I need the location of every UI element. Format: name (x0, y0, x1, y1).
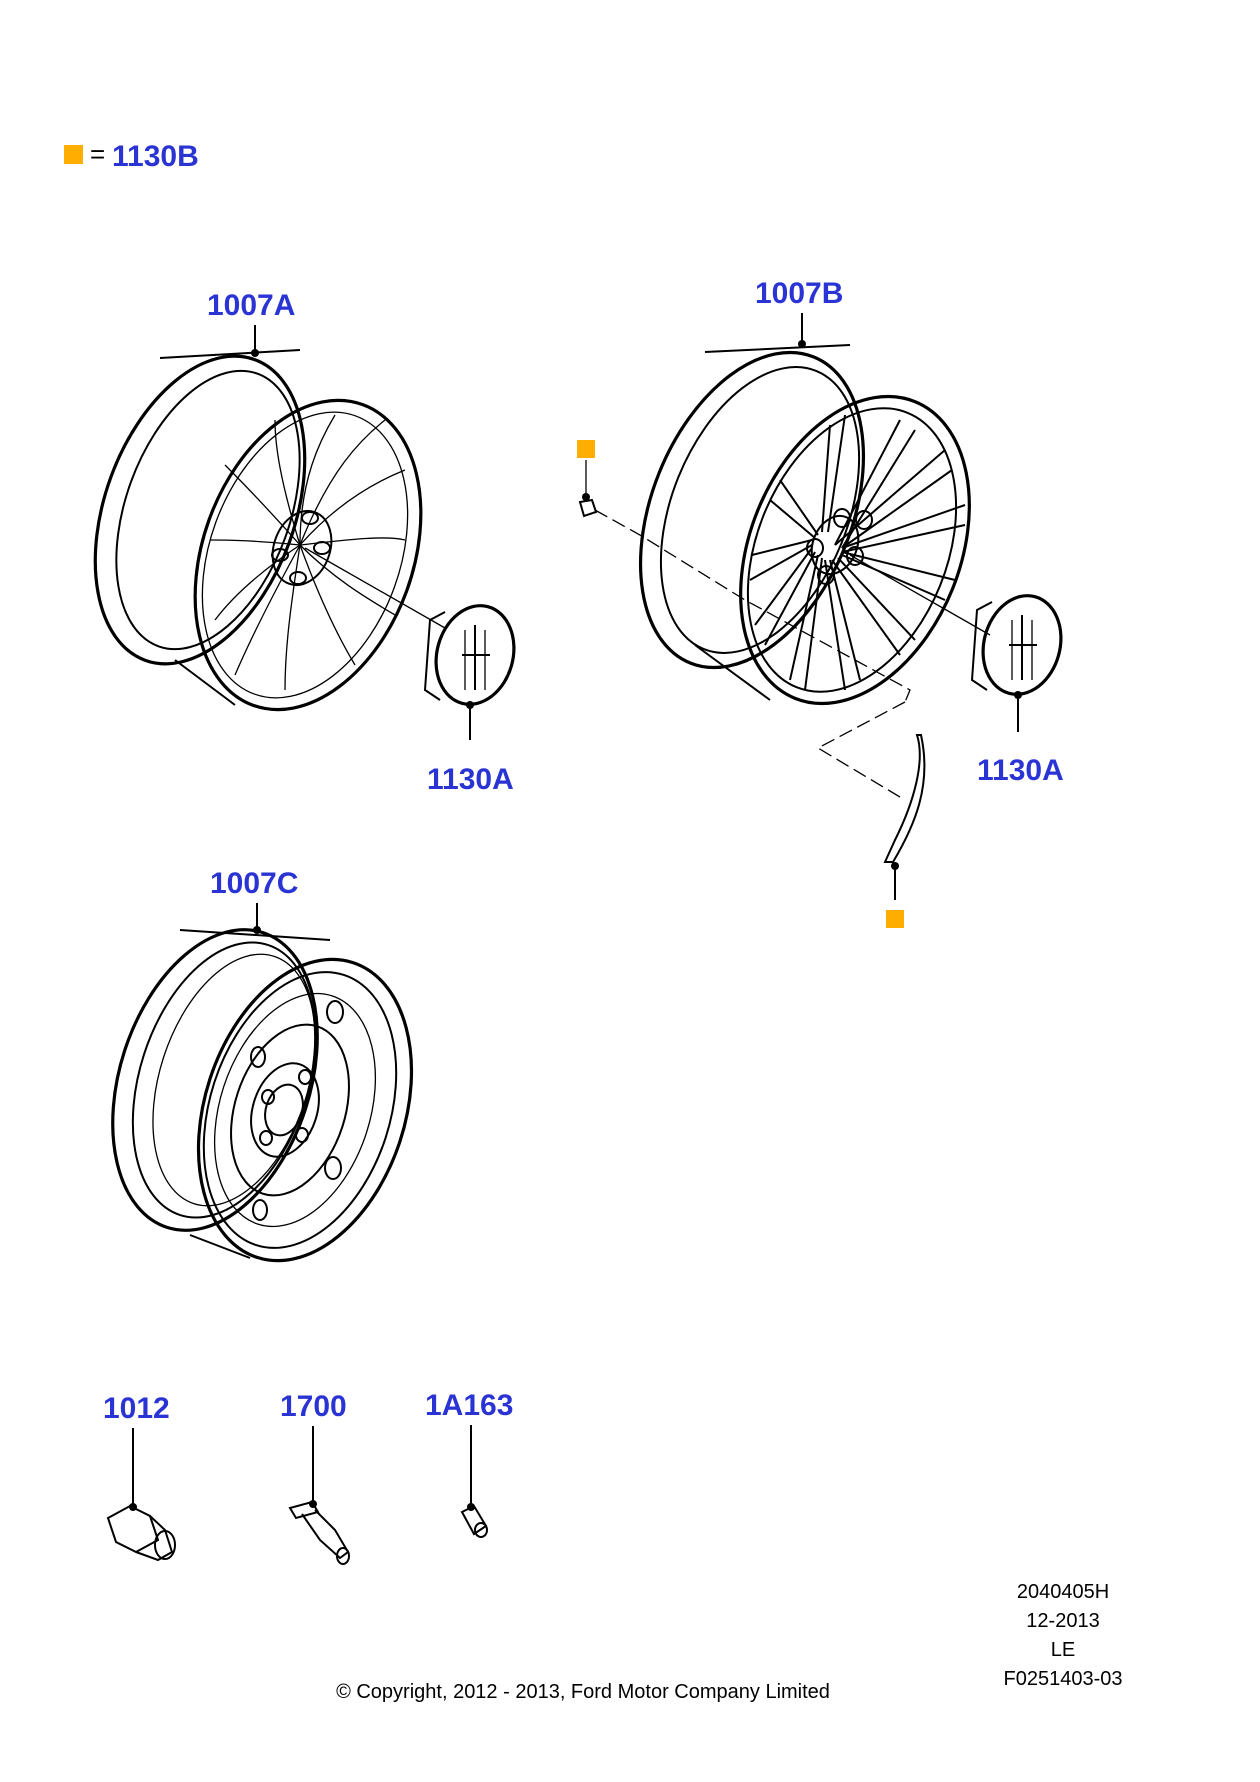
drawing-figure-id: F0251403-03 (1004, 1668, 1123, 1690)
callout-1012: 1012 (103, 1392, 170, 1425)
drawing-date: 12-2013 (1026, 1610, 1099, 1632)
callout-1007c: 1007C (210, 867, 298, 900)
callout-1130a-right: 1130A (977, 754, 1064, 787)
callout-1700: 1700 (280, 1390, 347, 1423)
callout-1007b: 1007B (755, 277, 843, 310)
tpms-sensor-1700[interactable]: 1700 (280, 1390, 350, 1565)
drawing-info: 2040405H 12-2013 LE F0251403-03 © Copyri… (336, 1581, 1122, 1703)
legend-part-label: 1130B (112, 140, 199, 173)
drawing-code: 2040405H (1017, 1581, 1109, 1603)
balance-bolt[interactable] (577, 440, 911, 801)
wheel-1007c[interactable]: 1007C (77, 867, 448, 1288)
drawing-model: LE (1051, 1639, 1075, 1661)
strip-marker (886, 910, 904, 928)
center-cap-1130a-right[interactable]: 1130A (970, 587, 1072, 787)
center-cap-1130a-left[interactable]: 1130A (423, 597, 525, 796)
callout-1a163: 1A163 (425, 1389, 513, 1422)
bolt-marker (577, 440, 595, 458)
legend: = 1130B (64, 139, 199, 173)
balance-weight-strip[interactable] (883, 734, 926, 928)
legend-marker (64, 145, 83, 164)
callout-1130a-left: 1130A (427, 763, 514, 796)
wheel-nut-1012[interactable]: 1012 (103, 1392, 176, 1562)
copyright-notice: © Copyright, 2012 - 2013, Ford Motor Com… (336, 1681, 830, 1703)
legend-equals: = (90, 139, 105, 169)
wheel-1007b[interactable]: 1007B (597, 277, 1012, 738)
callout-1007a: 1007A (207, 289, 295, 322)
valve-cap-1a163[interactable]: 1A163 (425, 1389, 513, 1538)
wheel-1007a[interactable]: 1007A (56, 289, 461, 741)
